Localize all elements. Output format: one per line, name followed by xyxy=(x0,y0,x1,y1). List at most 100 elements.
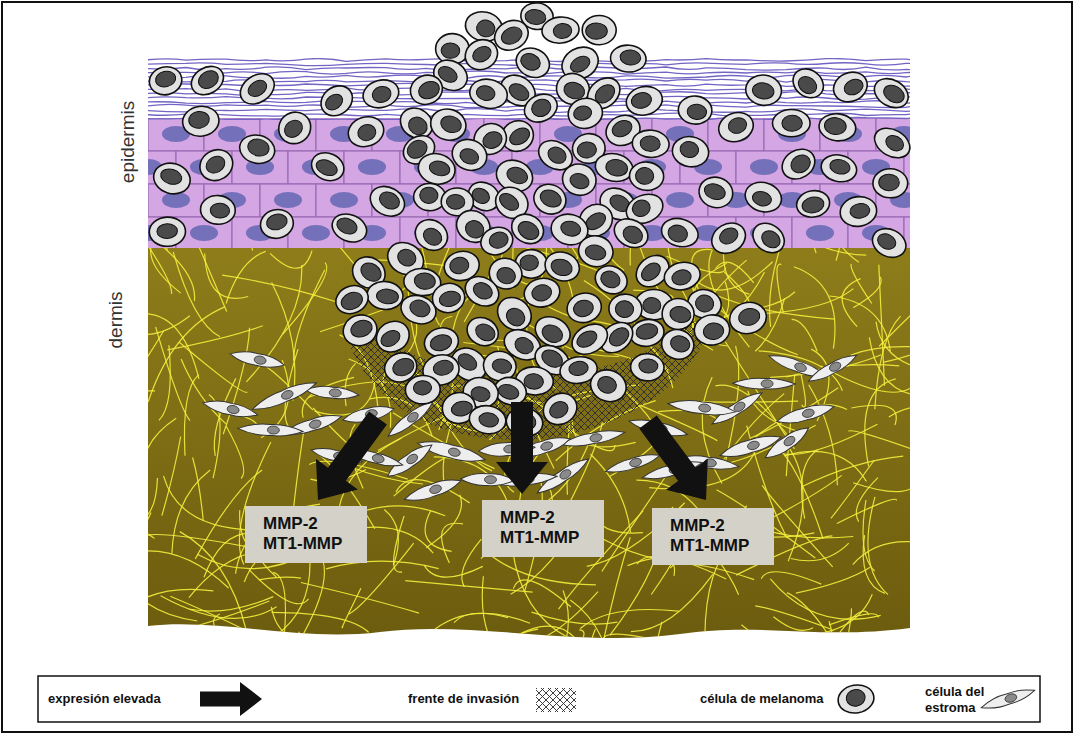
melanoma-cell-nucleus xyxy=(505,164,530,186)
melanoma-cell-body xyxy=(427,105,470,145)
melanoma-cell-body xyxy=(772,109,810,136)
collagen-fiber xyxy=(424,565,483,577)
melanoma-cell xyxy=(147,64,185,98)
melanoma-cell-nucleus xyxy=(881,82,908,107)
melanoma-cell-body xyxy=(186,61,229,101)
collagen-fiber xyxy=(251,632,300,647)
melanoma-cell-body xyxy=(529,179,571,219)
melanoma-cell-nucleus xyxy=(523,373,544,390)
melanoma-cell-body xyxy=(838,194,879,229)
collagen-fiber xyxy=(681,564,754,580)
melanoma-cell-body xyxy=(726,299,769,338)
collagen-fiber xyxy=(283,263,327,334)
melanoma-cell xyxy=(677,95,713,126)
stromal-cell-nucleus xyxy=(589,433,602,443)
melanoma-cell-nucleus xyxy=(432,358,455,377)
melanoma-cell-body xyxy=(366,280,404,311)
melanoma-cell-body xyxy=(564,289,605,326)
melanoma-cell-nucleus xyxy=(610,118,635,140)
melanoma-cell-nucleus xyxy=(439,114,464,135)
collagen-fiber xyxy=(226,251,266,303)
collagen-fiber xyxy=(863,500,875,571)
keratinocyte xyxy=(792,217,848,248)
melanoma-cell-nucleus xyxy=(265,212,289,232)
collagen-fiber xyxy=(144,535,247,547)
stromal-cell xyxy=(733,378,796,389)
stromal-cell-nucleus xyxy=(629,457,643,468)
collagen-fiber xyxy=(868,497,888,595)
melanoma-cell xyxy=(415,150,458,188)
melanoma-cell-body xyxy=(593,151,635,185)
collagen-fiber xyxy=(482,576,493,645)
collagen-fiber xyxy=(773,617,813,631)
melanoma-cell xyxy=(307,148,348,186)
melanoma-cell-body xyxy=(415,150,458,188)
collagen-fiber xyxy=(141,478,157,519)
stromal-cell-body xyxy=(460,473,514,486)
expression-arrow xyxy=(639,415,708,500)
collagen-fiber xyxy=(869,337,913,394)
collagen-fiber xyxy=(272,282,295,400)
melanoma-cell-nucleus xyxy=(668,333,692,354)
collagen-fiber xyxy=(384,510,398,566)
stromal-cell-body xyxy=(806,351,859,386)
melanoma-cell-body xyxy=(873,168,908,198)
stromal-cell-nucleus xyxy=(280,389,294,401)
melanoma-cell-body xyxy=(199,194,236,225)
collagen-fiber xyxy=(259,577,301,580)
collagen-fiber xyxy=(394,516,404,572)
melanoma-cell xyxy=(836,682,876,716)
melanoma-cell xyxy=(194,144,238,187)
melanoma-cell-body xyxy=(609,213,653,253)
collagen-fiber xyxy=(426,495,461,548)
melanoma-cell-nucleus xyxy=(702,181,727,202)
melanoma-cell-nucleus xyxy=(448,256,470,276)
melanoma-cell-body xyxy=(541,15,581,45)
melanoma-cell-body xyxy=(181,104,221,138)
melanoma-cell-nucleus xyxy=(195,67,221,92)
melanoma-cell-nucleus xyxy=(498,24,524,48)
melanoma-cell xyxy=(405,375,441,405)
stromal-cell-body xyxy=(238,423,304,437)
keratinocyte-nucleus xyxy=(218,126,246,142)
melanoma-cell xyxy=(869,122,915,164)
collagen-fiber xyxy=(591,629,623,660)
melanoma-cell-body xyxy=(331,281,372,319)
melanoma-cell xyxy=(630,353,665,382)
melanoma-cell-nucleus xyxy=(395,246,419,269)
melanoma-cell-body xyxy=(677,95,713,126)
melanoma-cell xyxy=(818,112,858,143)
melanoma-cell-body xyxy=(150,159,194,198)
collagen-fiber xyxy=(851,405,896,425)
melanoma-cell-nucleus xyxy=(157,223,178,238)
melanoma-cell-nucleus xyxy=(470,43,494,65)
melanoma-cell-body xyxy=(608,293,644,325)
legend-label: expresión elevada xyxy=(48,691,161,707)
melanoma-cell xyxy=(695,173,736,212)
collagen-fiber xyxy=(422,613,530,640)
legend-samples xyxy=(200,682,1036,716)
melanoma-cell xyxy=(237,131,278,167)
melanoma-cell-nucleus xyxy=(572,298,595,319)
melanoma-cell-nucleus xyxy=(679,140,700,159)
melanoma-cell-body xyxy=(836,682,876,716)
melanoma-cell-nucleus xyxy=(322,91,345,113)
melanoma-cell-nucleus xyxy=(530,283,553,303)
melanoma-cell-nucleus xyxy=(188,110,211,129)
melanoma-cell-nucleus xyxy=(668,305,692,325)
melanoma-cell xyxy=(150,159,194,198)
melanoma-cell xyxy=(631,129,670,159)
stromal-cell xyxy=(202,397,259,421)
melanoma-cell-body xyxy=(742,178,785,216)
melanoma-cell-body xyxy=(371,315,415,358)
keratinocyte-nucleus xyxy=(330,192,358,208)
melanoma-cell-body xyxy=(628,161,664,192)
keratinocyte-nucleus xyxy=(358,159,386,175)
melanoma-cell-body xyxy=(235,68,280,111)
collagen-fiber xyxy=(851,347,967,356)
collagen-fiber xyxy=(301,583,419,614)
melanoma-cell-nucleus xyxy=(408,297,433,319)
melanoma-cell xyxy=(591,261,632,299)
melanoma-cell-nucleus xyxy=(883,132,906,154)
collagen-fiber xyxy=(259,549,311,645)
